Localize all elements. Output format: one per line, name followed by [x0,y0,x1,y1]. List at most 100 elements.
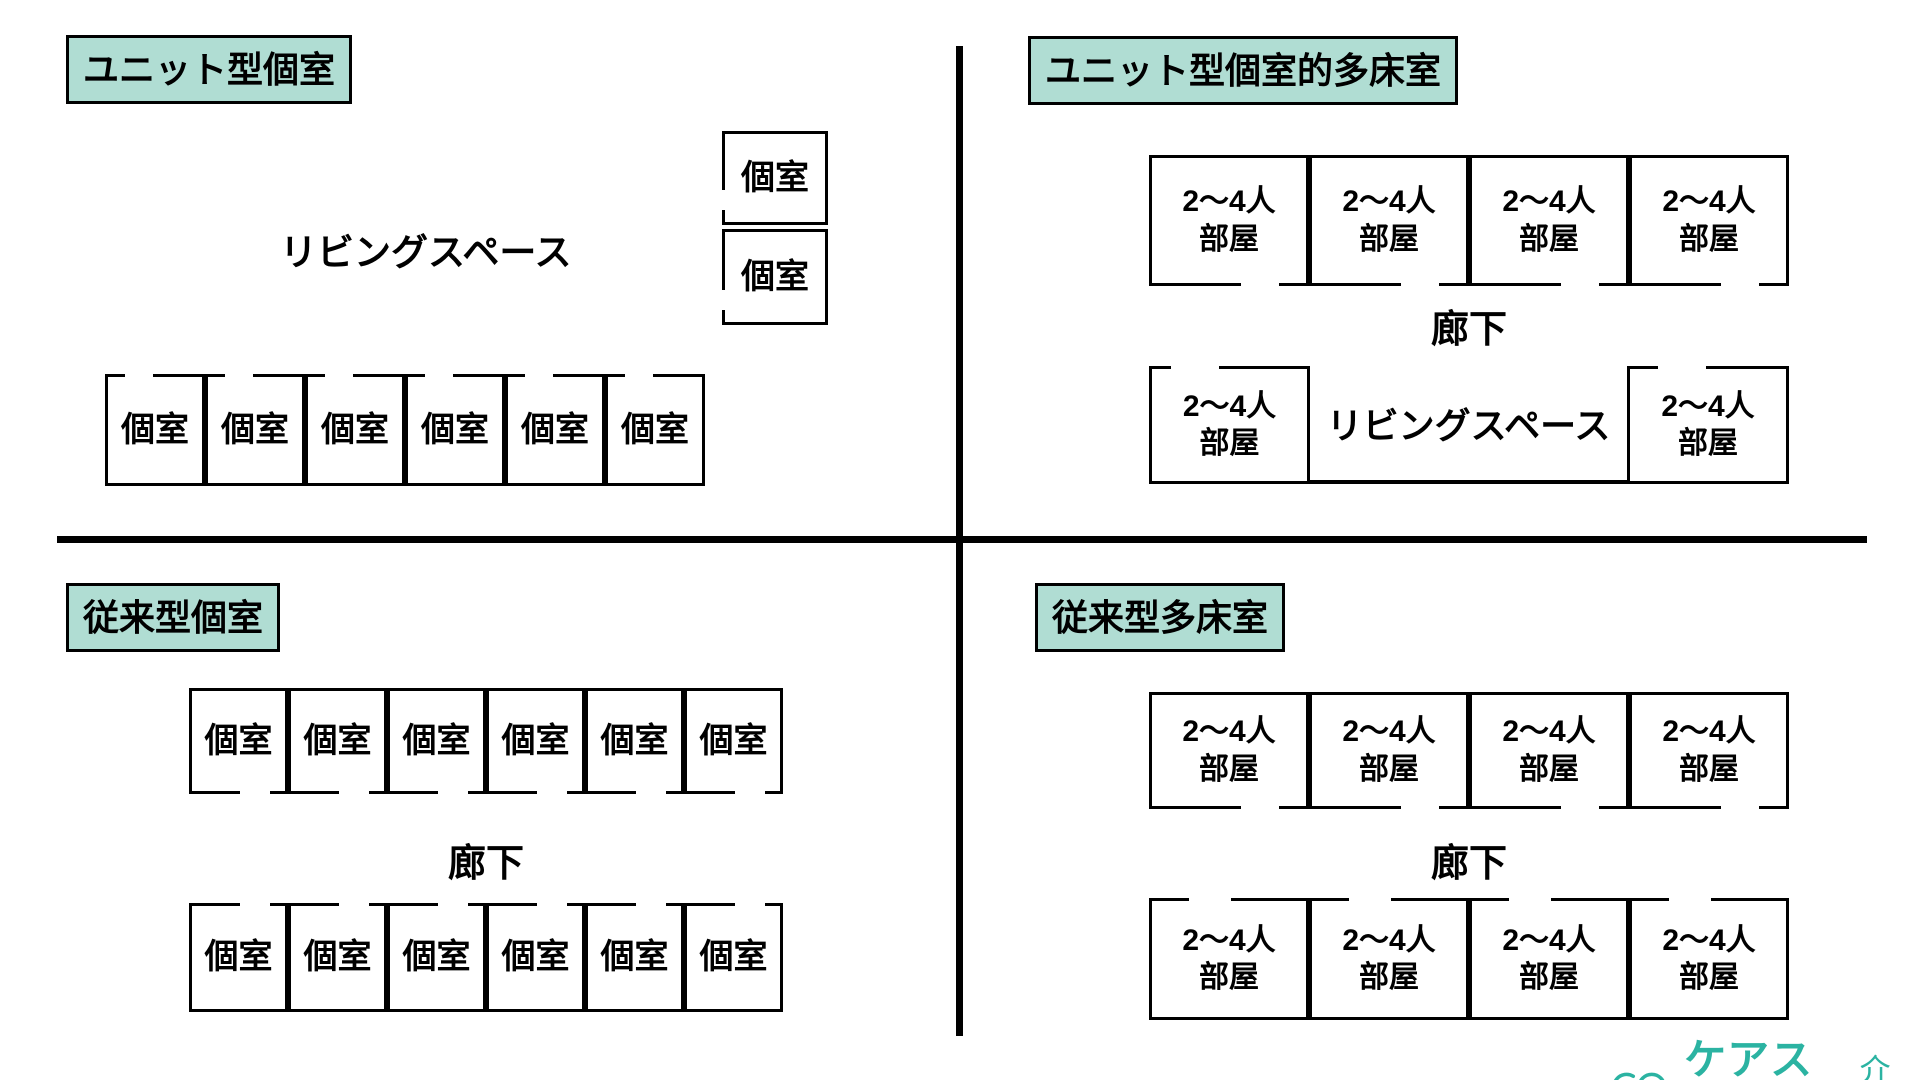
door-opening [1348,898,1391,901]
brand-logo: ケアスル 介護 [1606,1026,1920,1080]
room-label: 個室 [699,721,768,760]
room-multi: 2〜4人 部屋 [1309,898,1469,1020]
corridor-label: 廊下 [1430,843,1507,885]
room-label-line2: 部屋 [1519,752,1579,786]
room-label: 個室 [421,410,489,449]
door-opening [537,791,568,794]
room-multi: 2〜4人 部屋 [1629,155,1789,286]
room-label: 個室 [204,938,273,977]
living-space-label: リビングスペース [1326,405,1611,446]
room-label: 個室 [600,721,669,760]
quadrant-label-conventional-multi: 従来型多床室 [1035,583,1286,653]
room-multi: 2〜4人 部屋 [1469,692,1629,809]
room-private: 個室 [405,374,505,486]
room-multi: 2〜4人 部屋 [1149,692,1309,809]
room-label-line2: 部屋 [1678,427,1738,460]
room-label: 個室 [501,938,570,977]
room-private: 個室 [305,374,405,486]
room-row: 2〜4人 部屋 2〜4人 部屋 2〜4人 部屋 2〜4人 部屋 [1149,898,1789,1020]
room-label: 個室 [402,938,471,977]
room-label: 個室 [321,410,389,449]
room-multi: 2〜4人 部屋 [1629,692,1789,809]
room-label-line1: 2〜4人 [1662,185,1756,218]
room-private: 個室 [585,903,684,1012]
room-private: 個室 [189,903,288,1012]
room-row: 個室 個室 個室 個室 個室 個室 [189,903,783,1012]
room-label-line2: 部屋 [1679,752,1739,786]
room-label-line1: 2〜4人 [1502,185,1596,218]
room-label: 個室 [600,938,669,977]
room-label-line2: 部屋 [1519,961,1579,994]
room-row: 個室 個室 個室 個室 個室 個室 [105,374,705,486]
room-label-line2: 部屋 [1679,961,1739,994]
room-label: 個室 [741,257,809,296]
room-label: 個室 [521,410,589,449]
door-opening [1721,283,1760,286]
living-space-label: リビングスペース [280,232,572,273]
room-row: 2〜4人 部屋 2〜4人 部屋 2〜4人 部屋 2〜4人 部屋 [1149,692,1789,809]
door-opening [1561,283,1600,286]
room-multi: 2〜4人 部屋 [1469,155,1629,286]
room-label: 個室 [221,410,289,449]
room-label: 個室 [621,410,689,449]
door-opening [438,791,469,794]
room-multi: 2〜4人 部屋 [1309,155,1469,286]
room-label: 個室 [303,721,372,760]
room-label-line2: 部屋 [1519,222,1579,256]
horizontal-divider [57,536,1867,543]
room-private: 個室 [387,903,486,1012]
room-label-line1: 2〜4人 [1661,389,1755,423]
side-rooms-column: 個室 個室 [722,131,828,325]
quadrant-label-unit-private: ユニット型個室 [66,35,353,105]
room-label-line1: 2〜4人 [1662,923,1756,957]
room-label-line1: 2〜4人 [1342,923,1436,957]
corridor-label: 廊下 [1430,309,1507,351]
room-label-line2: 部屋 [1199,222,1259,256]
room-private: 個室 [189,688,288,794]
room-row: 個室 個室 個室 個室 個室 個室 [189,688,783,794]
room-private: 個室 [505,374,605,486]
door-opening [735,903,766,906]
room-private: 個室 [205,374,305,486]
door-opening [1658,366,1707,369]
room-multi: 2〜4人 部屋 [1149,366,1310,484]
door-opening [1721,806,1760,809]
logo-smiley-icon [1613,1072,1665,1080]
door-opening [636,791,667,794]
room-label-line1: 2〜4人 [1182,923,1276,957]
door-opening [424,374,453,377]
room-label-line2: 部屋 [1679,222,1739,256]
room-private: 個室 [605,374,705,486]
door-opening [1668,898,1711,901]
corridor-label: 廊下 [447,843,524,885]
room-private: 個室 [486,688,585,794]
room-label: 個室 [501,721,570,760]
room-label-line1: 2〜4人 [1182,185,1276,218]
room-multi: 2〜4人 部屋 [1629,898,1789,1020]
room-label: 個室 [699,938,768,977]
door-opening [1401,283,1440,286]
room-label: 個室 [121,410,189,449]
door-opening [722,190,725,210]
room-label-line1: 2〜4人 [1502,715,1596,748]
room-multi: 2〜4人 部屋 [1149,898,1309,1020]
room-private: 個室 [288,688,387,794]
quadrant-label-conventional-private: 従来型個室 [66,583,281,653]
door-opening [1241,806,1280,809]
room-label-line1: 2〜4人 [1662,715,1756,748]
room-label: 個室 [741,158,809,197]
door-opening [1561,806,1600,809]
room-private: 個室 [288,903,387,1012]
room-multi: 2〜4人 部屋 [1149,155,1309,286]
room-label-line2: 部屋 [1199,961,1259,994]
door-opening [1170,366,1219,369]
door-opening [224,374,253,377]
room-private: 個室 [387,688,486,794]
room-label-line1: 2〜4人 [1182,715,1276,748]
room-multi: 2〜4人 部屋 [1309,692,1469,809]
door-opening [438,903,469,906]
room-label-line2: 部屋 [1359,752,1419,786]
room-label-line2: 部屋 [1199,427,1260,460]
logo-suffix-text: 介護 [1859,1053,1891,1080]
